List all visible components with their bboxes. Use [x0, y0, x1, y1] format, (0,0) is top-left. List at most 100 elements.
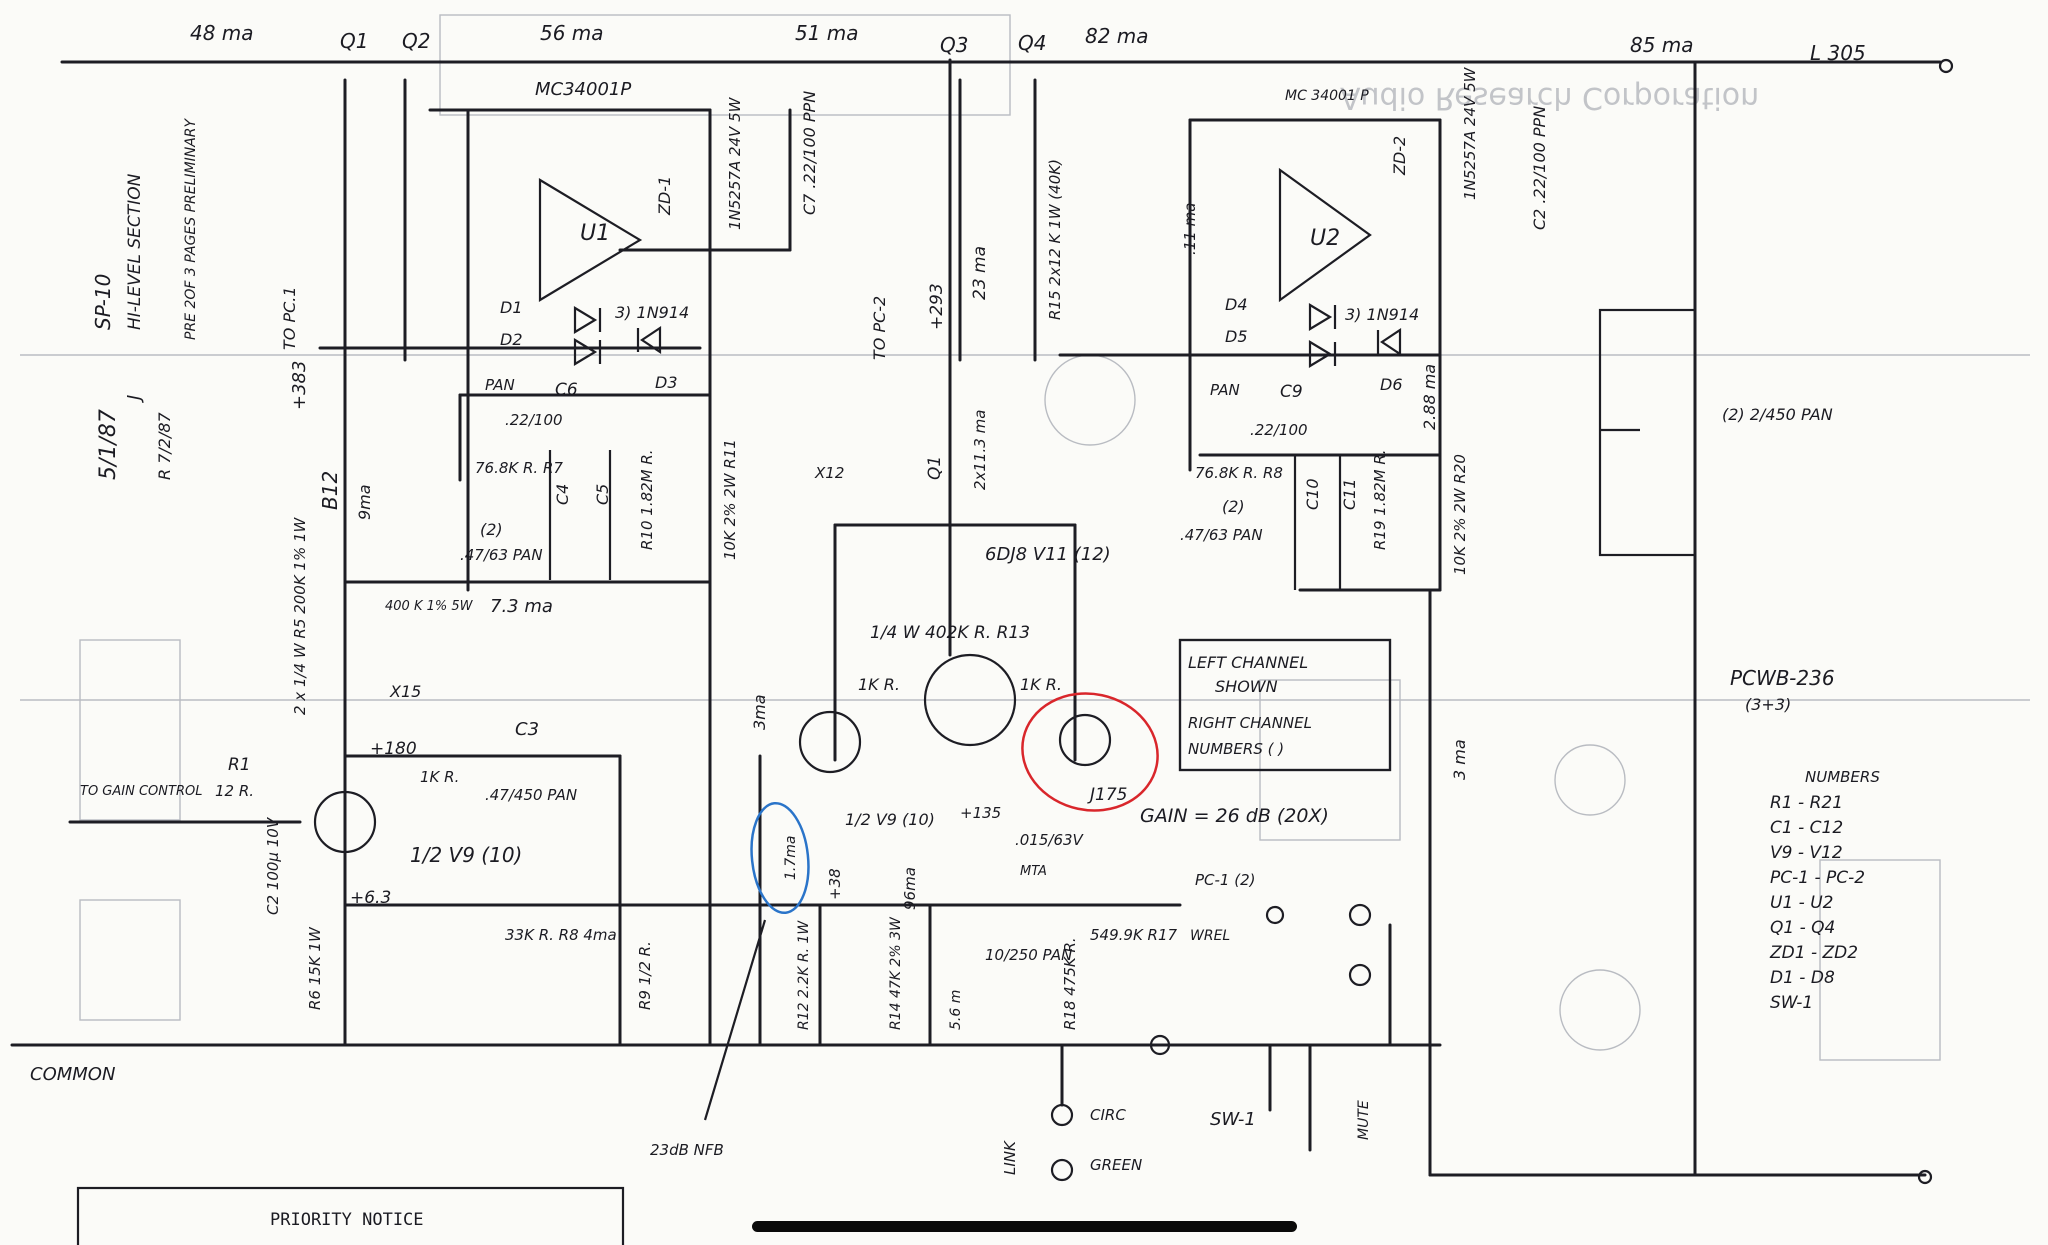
u1-label: U1: [580, 221, 610, 246]
r1-label: R1: [228, 755, 251, 775]
ma96-label: 96ma: [901, 867, 919, 910]
zd1-label: ZD-1: [655, 176, 674, 216]
left-section: [68, 58, 1392, 1182]
power-rails: [10, 58, 1954, 1185]
c10-250-label: 10/250 PAN: [985, 946, 1072, 964]
home-indicator-bar[interactable]: [752, 1221, 1297, 1232]
v38-label: +38: [826, 868, 844, 900]
c6-value: .22/100: [505, 411, 563, 429]
r1k-label: 1K R.: [420, 768, 459, 786]
notes-line4: NUMBERS ( ): [1188, 740, 1284, 758]
initial-label: J: [124, 395, 145, 403]
c6-label: C6: [555, 380, 578, 400]
c45-value: .47/63 PAN: [460, 546, 543, 564]
c11-label: C11: [1340, 478, 1359, 510]
sw1-label: SW-1: [1210, 1109, 1256, 1130]
blue-annotation-circle: [750, 801, 810, 915]
rail-current-48: 48 ma: [190, 21, 254, 45]
priority-box: [76, 1186, 625, 1245]
rail-current-56: 56 ma: [540, 21, 604, 45]
r9-label: R9 1/2 R.: [636, 941, 654, 1010]
rail-current-82: 82 ma: [1085, 24, 1149, 48]
c2-label: C2 .22/100 PPN: [1530, 106, 1549, 230]
numbers-row-8: SW-1: [1770, 993, 1813, 1013]
c7-label: C7 .22/100 PPN: [800, 91, 819, 215]
c015-label: .015/63V: [1015, 831, 1085, 849]
q3-label: Q3: [940, 33, 968, 57]
pc1-label: PC-1 (2): [1195, 871, 1256, 889]
date-label: 5/1/87: [96, 409, 121, 480]
q4-label: Q4: [1018, 31, 1046, 55]
circ-label: CIRC: [1090, 1106, 1126, 1124]
c3-value: .47/450 PAN: [485, 786, 577, 804]
jfet-label: J175: [1087, 785, 1127, 805]
gain-label: GAIN = 26 dB (20X): [1140, 805, 1329, 827]
numbers-row-3: PC-1 - PC-2: [1770, 868, 1865, 888]
r11-label: 10K 2% 2W R11: [721, 439, 739, 560]
diode-type-label: 3) 1N914: [615, 303, 689, 322]
right-section: [958, 78, 1697, 592]
to-pc1-label: TO PC.1: [280, 286, 299, 350]
c9-label: C9: [1280, 382, 1303, 402]
plus63-label: +6.3: [350, 888, 391, 908]
labels: 48 ma 56 ma 51 ma 82 ma 85 ma L 305 Q1 Q…: [30, 21, 1880, 1230]
d4-label: D4: [1225, 295, 1248, 314]
ma288-label: 2.88 ma: [1420, 364, 1439, 430]
red-annotation-circle: [1021, 692, 1159, 812]
numbers-row-4: U1 - U2: [1770, 893, 1833, 913]
green-label: GREEN: [1090, 1156, 1142, 1174]
q1-current: 2x11.3 ma: [971, 410, 989, 490]
r8-label: 76.8K R. R8: [1195, 464, 1283, 482]
sp10-label: SP-10: [91, 274, 115, 330]
bleed-through: Audio Research Corporation: [20, 14, 2030, 1061]
mc34001p-label: MC34001P: [535, 79, 631, 100]
v9-right-label: 1/2 V9 (10): [845, 810, 935, 829]
r12-label: R12 2.2K R. 1W: [796, 920, 812, 1030]
c2-cathode-label: C2 100µ 10V: [264, 816, 282, 915]
two-label-2: (2): [1222, 497, 1245, 516]
r15-label: R15 2x12 K 1W (40K): [1046, 159, 1064, 320]
numbers-row-7: D1 - D8: [1770, 968, 1835, 988]
v293-label: +293: [927, 283, 947, 330]
rail-current-51: 51 ma: [795, 21, 859, 45]
q1-ident: Q1: [925, 456, 945, 480]
mc34001p-label-2: MC 34001 P: [1285, 88, 1369, 104]
x15-label: X15: [389, 682, 421, 701]
cap-main-label: (2) 2/450 PAN: [1722, 405, 1833, 424]
pan-c9: PAN: [1210, 381, 1240, 399]
rail-label-l305: L 305: [1810, 41, 1866, 65]
ma3b-label: 3 ma: [1450, 739, 1469, 780]
r10-label: R10 1.82M R.: [638, 449, 656, 550]
numbers-row-5: Q1 - Q4: [1770, 918, 1835, 938]
r1-value: 12 R.: [215, 782, 254, 800]
notes-box: [1178, 638, 1392, 772]
plus383-label: +383: [289, 361, 310, 410]
to-pc2-label: TO PC-2: [870, 296, 889, 360]
pcb-sub: (3+3): [1745, 695, 1791, 714]
nfb-label: 23dB NFB: [650, 1141, 724, 1159]
section-label: HI-LEVEL SECTION: [125, 173, 145, 330]
r20-label: 10K 2% 2W R20: [1451, 454, 1469, 575]
zener1-label: 1N5257A 24V 5W: [726, 96, 744, 230]
r13-1k-right: 1K R.: [1020, 675, 1062, 694]
ma3-label: 3ma: [750, 694, 769, 730]
r19-label: R19 1.82M R.: [1371, 449, 1389, 550]
rev-label: R 7/2/87: [155, 411, 174, 480]
plus180-label: +180: [370, 739, 417, 759]
v11-label: 6DJ8 V11 (12): [985, 544, 1111, 565]
v135-label: +135: [960, 804, 1001, 822]
ma11-label: .11 ma: [1181, 203, 1199, 255]
numbers-row-0: R1 - R21: [1770, 793, 1843, 813]
v9-label: 1/2 V9 (10): [410, 843, 522, 867]
numbers-row-1: C1 - C12: [1770, 818, 1843, 838]
priority-notice: PRIORITY NOTICE: [270, 1210, 424, 1230]
common-label: COMMON: [30, 1064, 115, 1085]
numbers-row-2: V9 - V12: [1770, 843, 1843, 863]
notes-line2: SHOWN: [1215, 677, 1278, 696]
r13-1k-left: 1K R.: [858, 675, 900, 694]
c4-label: C4: [553, 484, 572, 505]
r17-label: 549.9K R17: [1090, 926, 1178, 944]
v56-label: 5.6 m: [948, 990, 964, 1030]
